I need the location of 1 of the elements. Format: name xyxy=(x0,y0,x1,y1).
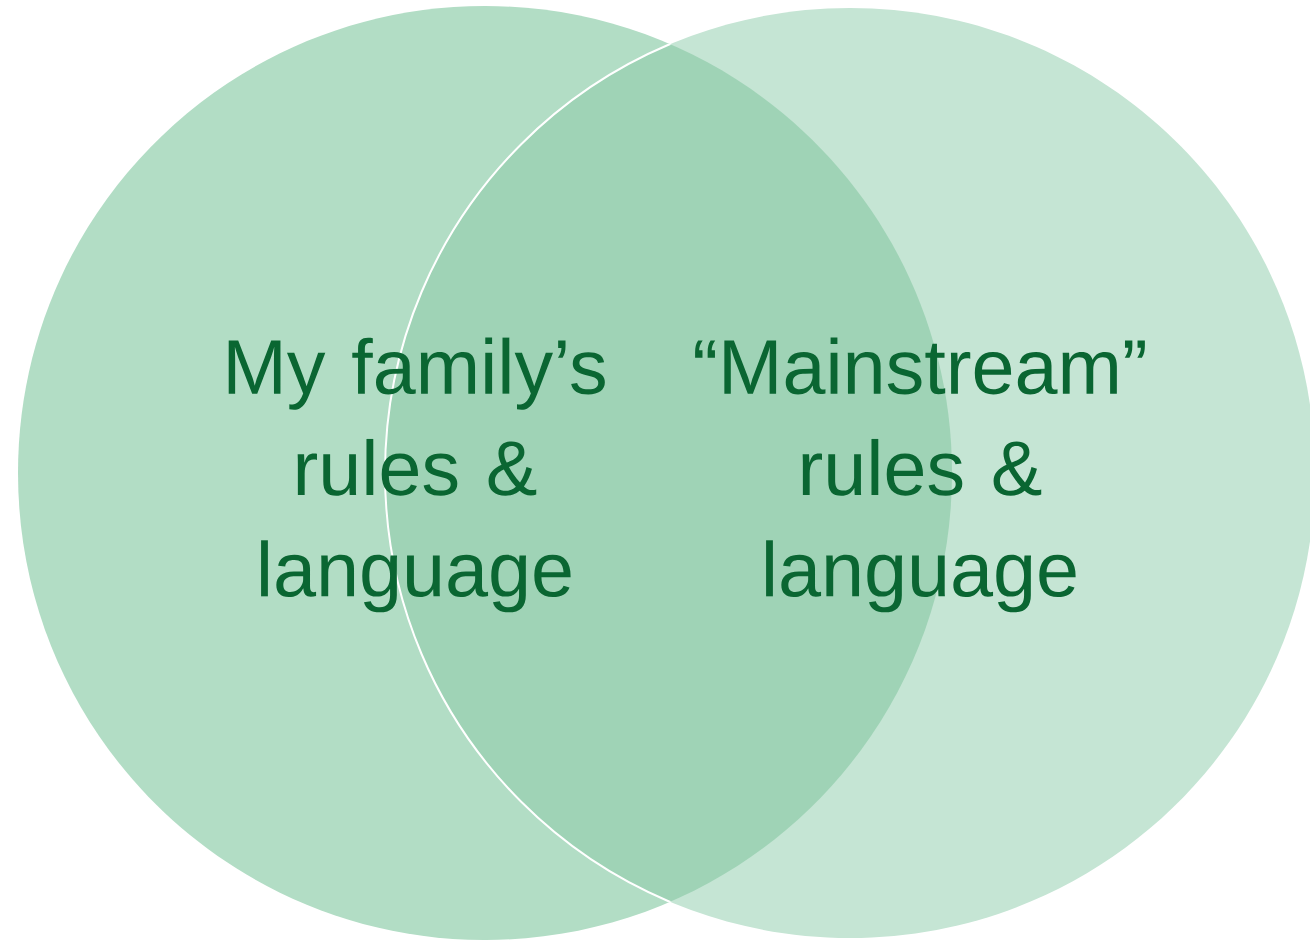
venn-label: “Mainstream” rules & language xyxy=(695,337,1145,613)
